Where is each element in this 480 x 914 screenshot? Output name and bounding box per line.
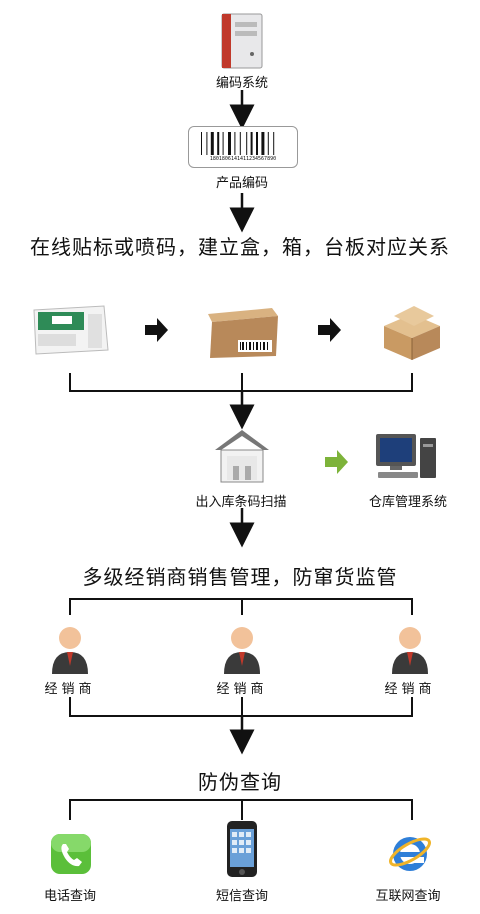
- label-box-icon: [33, 305, 109, 355]
- step-heading-1: 在线贴标或喷码，建立盒，箱，台板对应关系: [30, 235, 450, 259]
- carton-icon: [208, 308, 278, 358]
- mobile-icon: [227, 821, 257, 877]
- right-arrow-2: [318, 318, 341, 342]
- phone-icon: [51, 834, 91, 874]
- inout-scan-label: 出入库条码扫描: [195, 495, 287, 510]
- step-heading-2: 多级经销商销售管理，防窜货监管: [82, 565, 398, 589]
- server-icon: [221, 13, 263, 69]
- stacked-cartons-icon: [384, 306, 440, 360]
- dealer-person-icon: [392, 627, 428, 674]
- warehouse-system-label: 仓库管理系统: [368, 495, 448, 510]
- barcode-icon: 1801806141411234567890: [188, 126, 298, 168]
- dealer-person-icon: [224, 627, 260, 674]
- dealer-label-3: 经销商: [384, 682, 436, 697]
- internet-query-label: 互联网查询: [375, 889, 441, 904]
- dealer-label-2: 经销商: [216, 682, 268, 697]
- step-heading-3: 防伪查询: [198, 770, 282, 794]
- sms-query-label: 短信查询: [215, 889, 269, 904]
- ie-icon: [389, 837, 431, 871]
- product-code-label: 产品编码: [215, 176, 269, 191]
- dealer-person-icon: [52, 627, 88, 674]
- coding-system-label: 编码系统: [215, 76, 269, 91]
- barcode-digits: 1801806141411234567890: [209, 156, 277, 162]
- green-arrow: [325, 450, 348, 474]
- dealer-label-1: 经销商: [44, 682, 96, 697]
- computer-icon: [376, 434, 436, 478]
- phone-query-label: 电话查询: [43, 889, 97, 904]
- warehouse-icon: [215, 430, 269, 483]
- right-arrow-1: [145, 318, 168, 342]
